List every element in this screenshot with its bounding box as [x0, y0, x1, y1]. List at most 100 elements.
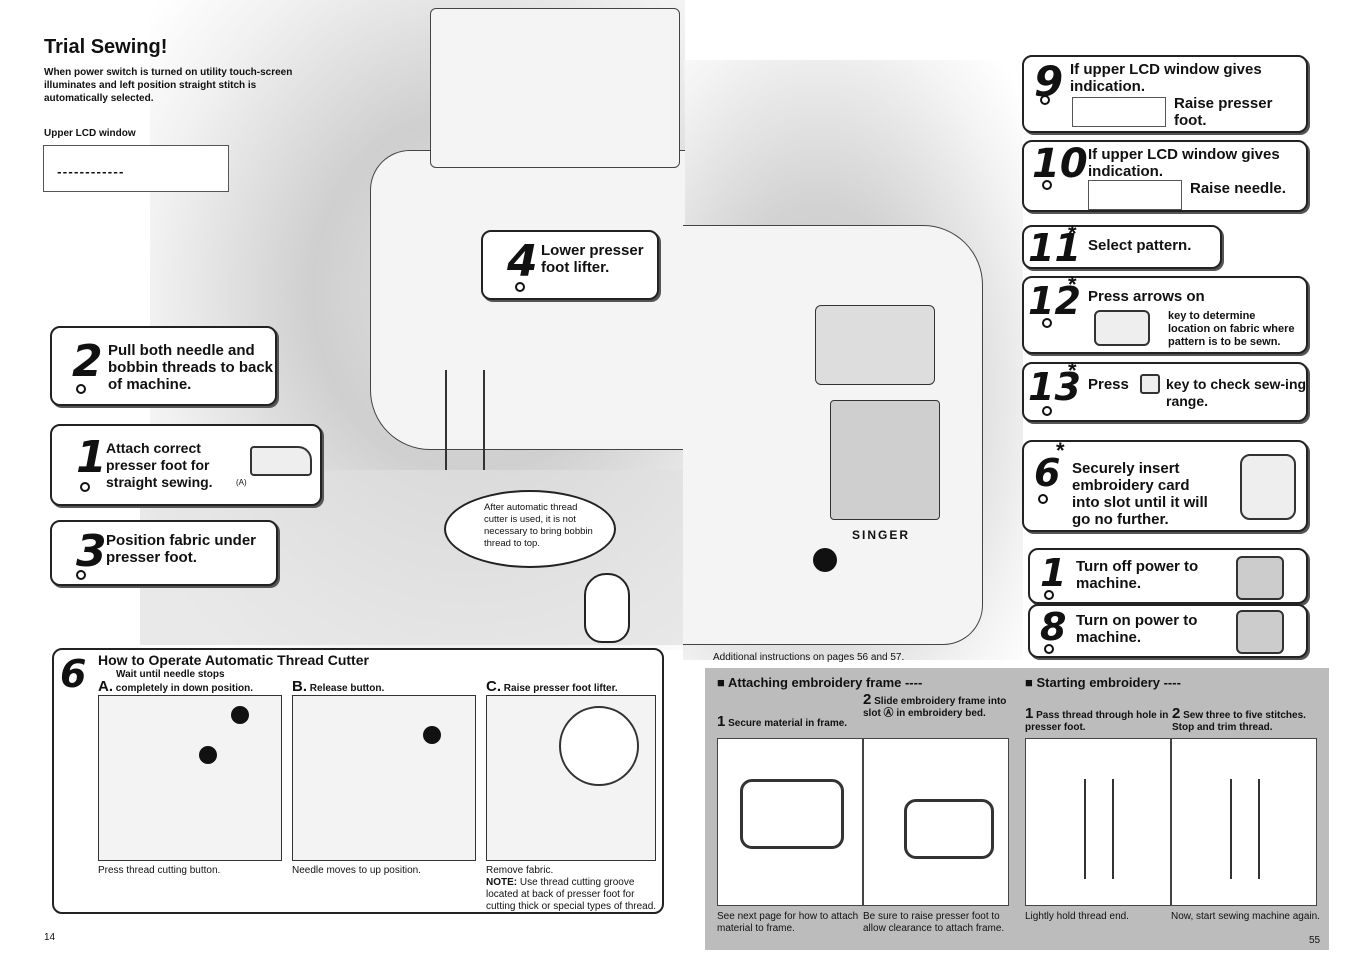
tip-speech-bubble: After automatic thread cutter is used, i…	[444, 490, 616, 568]
footnote: Additional instructions on pages 56 and …	[713, 652, 905, 663]
step-text: Attach correct presser foot for straight…	[106, 440, 213, 490]
upper-lcd-window: ------------	[43, 145, 229, 192]
arrow-key-icon	[1094, 310, 1150, 346]
step-number: 6	[1034, 451, 1061, 495]
star-icon: *	[1056, 438, 1065, 463]
cutter-button-icon	[231, 706, 249, 724]
step-12-callout: 12 * Press arrows on key to determine lo…	[1022, 272, 1308, 354]
step-action: Raise needle.	[1190, 180, 1286, 197]
note-label: NOTE:	[486, 877, 518, 888]
step-text: Lower presser foot lifter.	[541, 242, 644, 276]
lifter-detail-icon	[559, 706, 639, 786]
touch-screen	[830, 400, 940, 520]
note-text: Use thread cutting groove located at bac…	[486, 877, 657, 912]
step-num: 2	[863, 691, 872, 708]
step-action: Raise presser foot.	[1174, 95, 1273, 129]
attaching-illustration-1	[717, 738, 863, 906]
step-text: Pull both needle and bobbin threads to b…	[108, 342, 274, 393]
page-number-right: 55	[1309, 935, 1321, 946]
square-bullet-icon: ■	[1025, 675, 1037, 690]
tip-text: After automatic thread cutter is used, i…	[484, 502, 593, 549]
starting-heading-text: Starting embroidery ----	[1036, 675, 1181, 690]
attaching-step-1: 1 Secure material in frame.	[717, 713, 848, 730]
step-number: 8	[1040, 605, 1067, 649]
starting-step-2: 2 Sew three to five stitches. Stop and t…	[1172, 705, 1322, 734]
step-text: Turn off power to machine.	[1076, 558, 1199, 592]
starting-caption-1: Lightly hold thread end.	[1025, 911, 1129, 922]
upper-lcd-panel	[815, 305, 935, 385]
step-1-callout: 1 Attach correct presser foot for straig…	[50, 424, 322, 506]
step-number: 4	[507, 236, 538, 287]
star-icon: *	[1068, 272, 1077, 297]
step-num: 2	[1172, 705, 1181, 722]
step-11-callout: 11 * Select pattern.	[1022, 221, 1222, 269]
step-dot	[80, 482, 90, 492]
step-extra: key to determine location on fabric wher…	[1168, 310, 1295, 348]
cutter-b-caption: Needle moves to up position.	[292, 865, 421, 876]
step-text: If upper LCD window gives indication.	[1088, 146, 1280, 180]
cutter-c-label: C. Raise presser foot lifter.	[486, 678, 618, 695]
needle-area	[445, 370, 485, 470]
step-note: (A)	[236, 478, 247, 487]
power-switch-on-icon	[1236, 610, 1284, 654]
presser-foot-icon	[1084, 779, 1114, 879]
embroidery-hoop-icon	[904, 799, 994, 859]
cutter-a-caption: Press thread cutting button.	[98, 865, 221, 876]
page-number-left: 14	[44, 932, 56, 943]
step-text: Press arrows on	[1088, 288, 1205, 305]
thread-guide-tower	[430, 8, 680, 168]
step-9-callout: 9 If upper LCD window gives indication. …	[1022, 55, 1308, 133]
presser-foot-icon	[1230, 779, 1260, 879]
step-text: Securely insert embroidery card into slo…	[1072, 460, 1208, 528]
step-text: Position fabric under presser foot.	[106, 532, 257, 566]
step-text: Select pattern.	[1088, 237, 1192, 254]
step-num: 1	[717, 713, 726, 730]
brand-label: SINGER	[852, 528, 911, 542]
cutter-c-illustration	[486, 695, 656, 861]
step-4-callout: 4 Lower presser foot lifter.	[481, 230, 659, 300]
step-number: 3	[76, 526, 107, 577]
step-text: Press	[1088, 376, 1129, 393]
presser-foot-icon	[250, 446, 312, 476]
cutter-b-letter: B.	[292, 678, 307, 695]
step-text: If upper LCD window gives indication.	[1070, 61, 1262, 95]
step-3-callout: 3 Position fabric under presser foot.	[50, 520, 278, 586]
star-icon: *	[1068, 358, 1077, 383]
step-dot	[1042, 318, 1052, 328]
step-dot	[76, 570, 86, 580]
step-dot	[1042, 180, 1052, 190]
step-10-callout: 10 If upper LCD window gives indication.…	[1022, 140, 1308, 212]
cutter-c-letter: C.	[486, 678, 501, 695]
step-dot	[1038, 494, 1048, 504]
lcd-label: Upper LCD window	[44, 128, 136, 139]
attaching-heading-text: Attaching embroidery frame ----	[727, 675, 923, 690]
sewing-range-key-icon	[1140, 374, 1160, 394]
embroidery-card-icon	[1240, 454, 1296, 520]
step-13-callout: 13 * Press key to check sew-ing range.	[1022, 358, 1308, 422]
step-2-callout: 2 Pull both needle and bobbin threads to…	[50, 326, 277, 406]
step-text: Slide embroidery frame into slot Ⓐ in em…	[863, 696, 1007, 719]
step-text: Sew three to five stitches. Stop and tri…	[1172, 710, 1306, 733]
cutter-a-text: completely in down position.	[115, 683, 254, 694]
step-dot	[515, 282, 525, 292]
intro-text: When power switch is turned on utility t…	[44, 67, 293, 104]
step-text: Secure material in frame.	[728, 718, 848, 729]
step-dot	[1044, 590, 1054, 600]
step-text: Pass thread through hole in presser foot…	[1025, 710, 1169, 733]
attaching-caption-1: See next page for how to attach material…	[717, 911, 859, 934]
star-icon: *	[1068, 221, 1077, 246]
step-number: 2	[72, 336, 103, 387]
step-number: 9	[1034, 57, 1064, 106]
cutter-b-illustration	[292, 695, 476, 861]
attaching-illustration-2	[863, 738, 1009, 906]
cutter-c-note: NOTE: Use thread cutting groove located …	[486, 877, 658, 913]
page-title: Trial Sewing!	[44, 36, 168, 58]
cutter-b-text: Release button.	[309, 683, 385, 694]
power-switch-off-icon	[1236, 556, 1284, 600]
embroidery-hoop-icon	[740, 779, 844, 849]
button-icon	[423, 726, 441, 744]
step-number: 12	[1028, 279, 1081, 323]
attaching-step-2: 2 Slide embroidery frame into slot Ⓐ in …	[863, 691, 1013, 720]
starting-heading: ■ Starting embroidery ----	[1025, 675, 1181, 690]
cutter-c-caption: Remove fabric.	[486, 865, 554, 876]
